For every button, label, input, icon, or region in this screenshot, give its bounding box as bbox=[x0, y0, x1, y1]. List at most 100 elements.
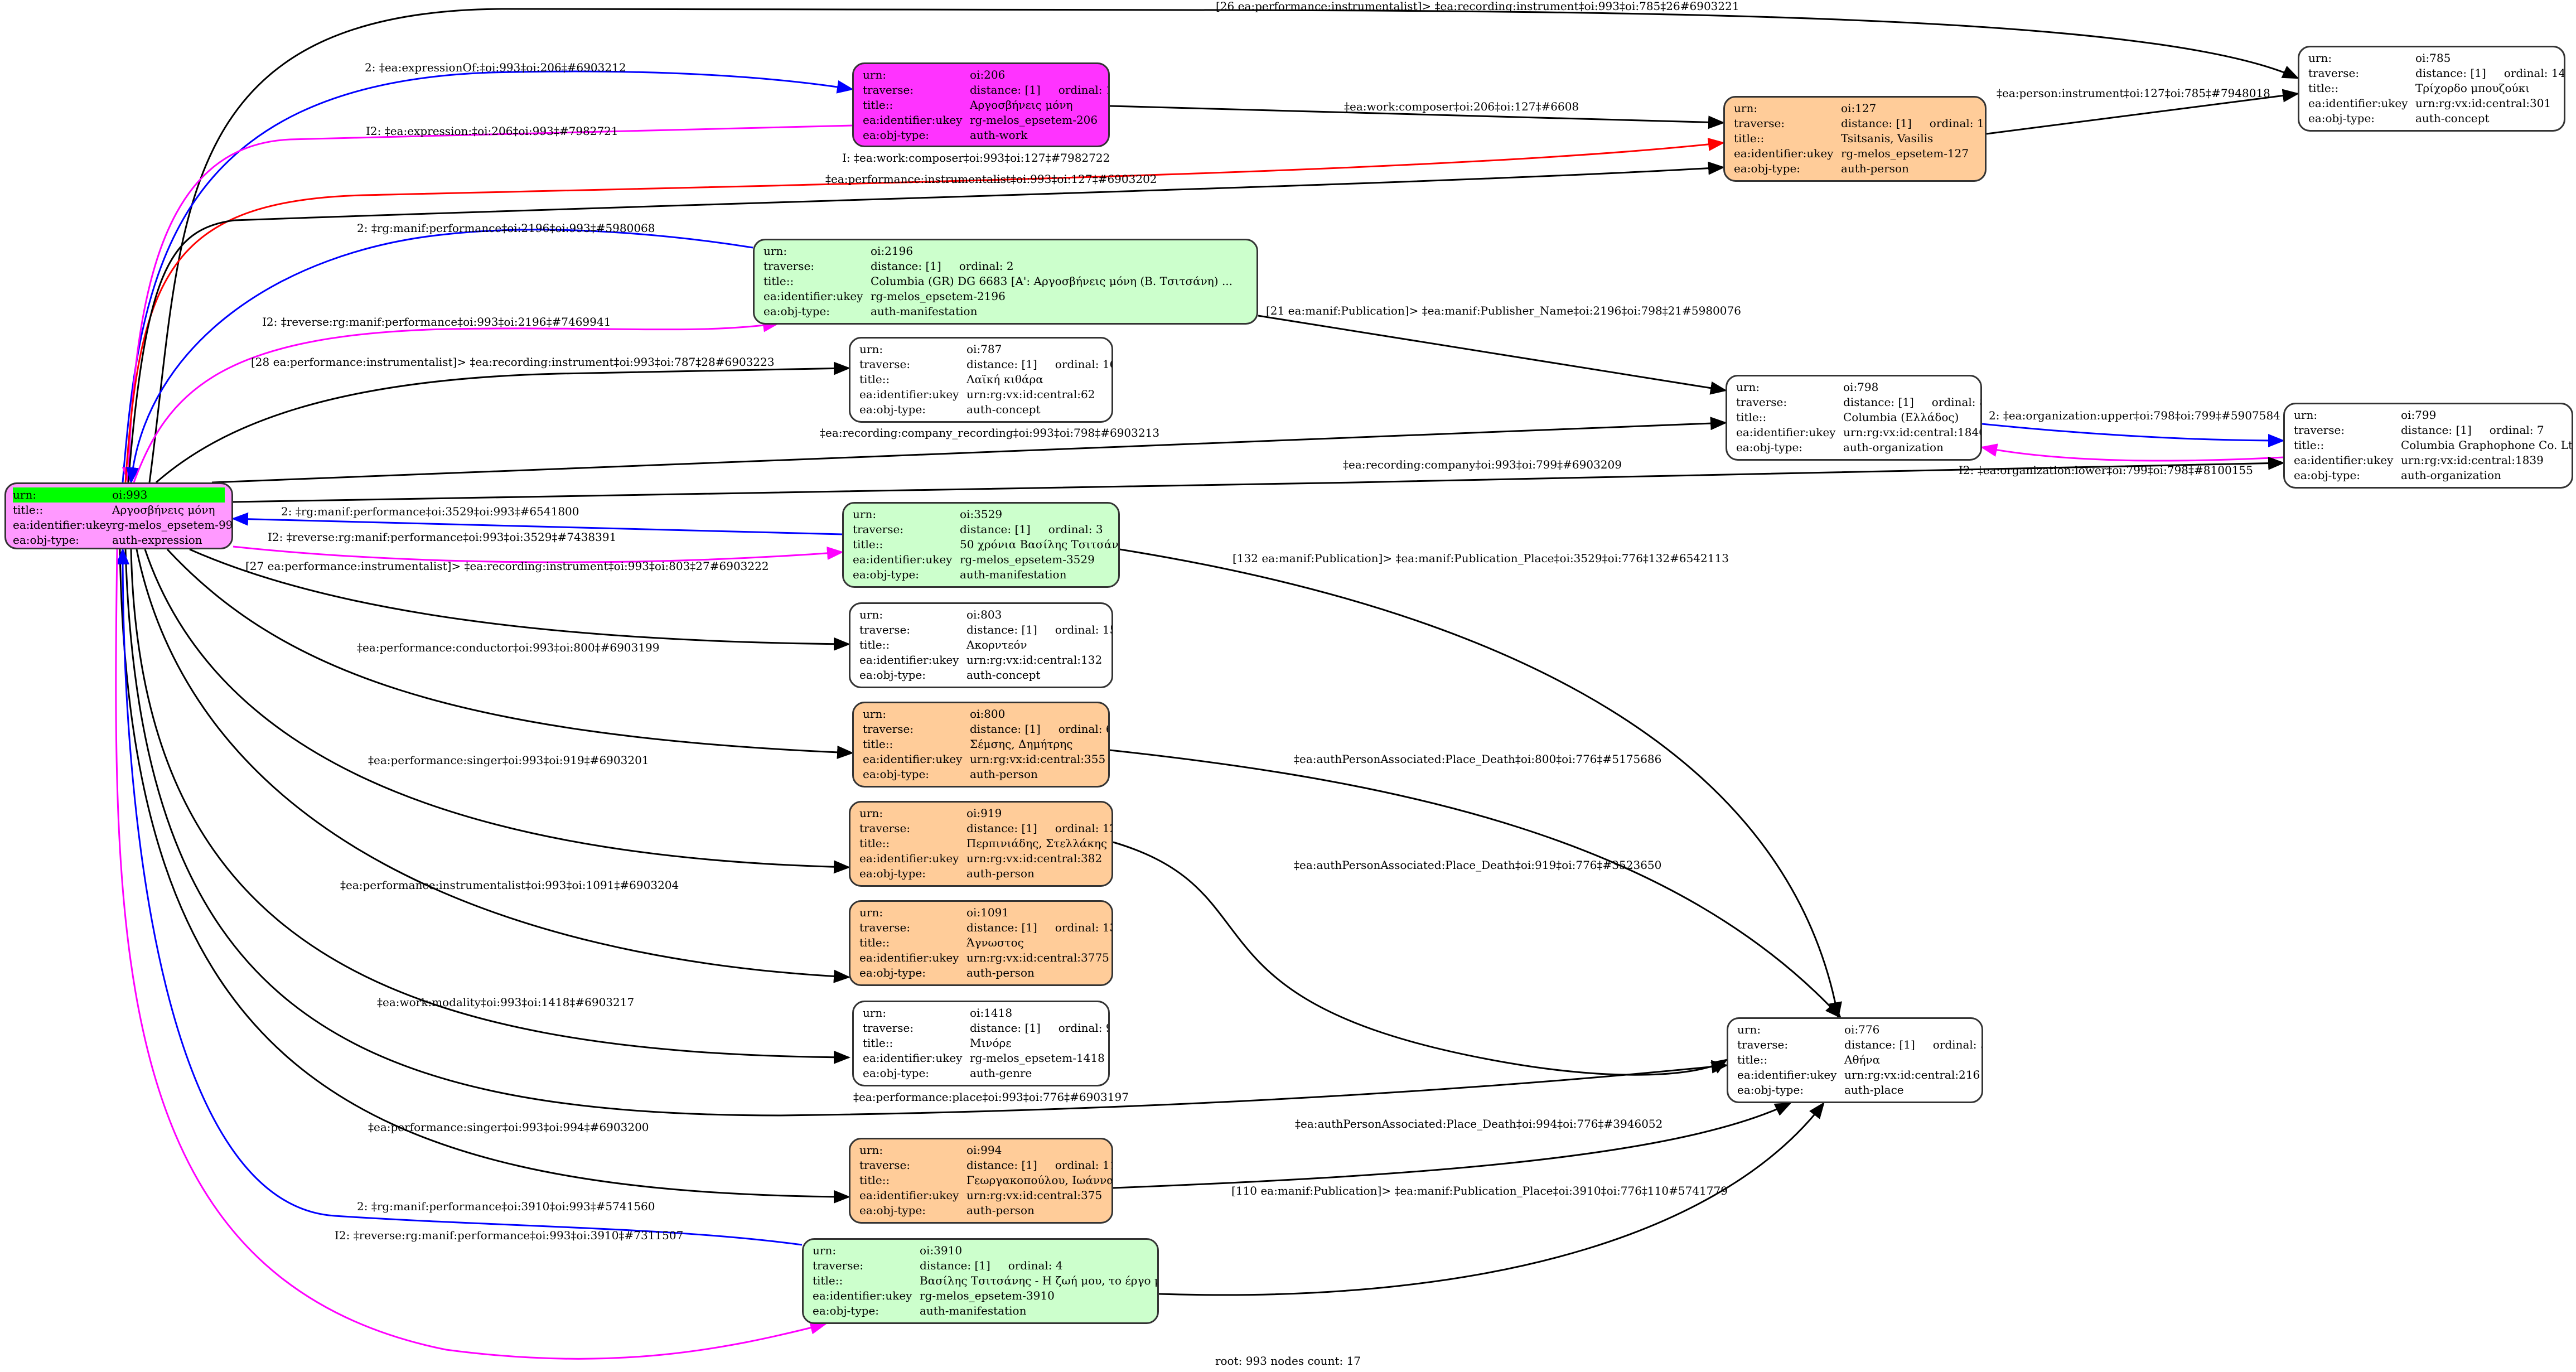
node-field-row: traverse:distance: [1]ordinal: 1 bbox=[863, 83, 1108, 98]
node-ordinal: ordinal: 12 bbox=[1055, 822, 1113, 835]
edge-2196-to-993 bbox=[125, 229, 753, 484]
field-key: ea:identifier:ukey bbox=[863, 752, 963, 766]
node-field-row: traverse:distance: [1]ordinal: 15 bbox=[859, 622, 1111, 637]
field-key: ea:obj-type: bbox=[1737, 1083, 1804, 1096]
field-key: title:: bbox=[863, 1036, 893, 1050]
node-ukey: urn:rg:vx:id:central:301 bbox=[2415, 96, 2551, 110]
field-key: title:: bbox=[763, 274, 794, 288]
field-key: traverse: bbox=[859, 358, 911, 371]
edge-993-to-919 bbox=[144, 549, 850, 874]
node-urn: oi:800 bbox=[970, 707, 1006, 721]
edge-993-to-1091 bbox=[136, 549, 850, 983]
field-key: ea:identifier:ukey bbox=[2308, 96, 2408, 110]
edge-label: ‡ea:work:modality‡oi:993‡oi:1418‡#690321… bbox=[377, 996, 635, 1009]
node-obj-type: auth-person bbox=[966, 966, 1035, 979]
field-key: ea:obj-type: bbox=[1736, 441, 1803, 454]
edge-993-to-800 bbox=[166, 548, 854, 759]
node-field-row: urn:oi:994 bbox=[859, 1143, 1103, 1158]
node-field-row: traverse:distance: [1]ordinal: 4 bbox=[813, 1258, 1148, 1273]
node-field-row: ea:obj-type:auth-manifestation bbox=[763, 304, 1248, 319]
node-field-row: title::Μινόρε bbox=[863, 1036, 1099, 1051]
node-distance: distance: [1] bbox=[1841, 117, 1912, 130]
node-urn: oi:1091 bbox=[966, 906, 1009, 919]
node-ukey: urn:rg:vx:id:central:1839 bbox=[2401, 453, 2544, 467]
edge-798-to-799 bbox=[1981, 423, 2285, 447]
edge-127-to-785 bbox=[1986, 89, 2299, 135]
node-distance: distance: [1] bbox=[2401, 423, 2472, 437]
edge-label: ‡ea:authPersonAssociated:Place_Death‡oi:… bbox=[1294, 858, 1662, 872]
node-field-row: title::Σέμσης, Δημήτρης bbox=[863, 737, 1099, 752]
node-field-row: title::Columbia Graphophone Co. Ltd. bbox=[2294, 438, 2572, 453]
node-ordinal: ordinal: 1 bbox=[1058, 83, 1110, 96]
node-distance: distance: [1] bbox=[871, 259, 941, 273]
node-field-row: traverse:distance: [1]ordinal: 14 bbox=[2308, 66, 2564, 81]
node-field-row: ea:obj-type: auth-person bbox=[859, 965, 1103, 980]
field-key: urn: bbox=[863, 1006, 887, 1020]
node-ukey: rg-melos_epsetem-1418 bbox=[970, 1051, 1105, 1065]
field-key: urn: bbox=[813, 1244, 837, 1257]
node-ukey: urn:rg:vx:id:central:3775 bbox=[966, 951, 1109, 964]
field-key: ea:identifier:ukey bbox=[1736, 426, 1836, 439]
field-key: traverse: bbox=[859, 822, 911, 835]
node-field-row: ea:obj-type:auth-person bbox=[859, 1203, 1103, 1218]
field-key: urn: bbox=[1737, 1023, 1761, 1036]
node-ordinal: ordinal: 6 bbox=[1058, 722, 1110, 736]
edge-800-to-776 bbox=[1109, 749, 1842, 1019]
node-field-row: urn:oi:2196 bbox=[763, 244, 1248, 259]
node-title: Columbia (Ελλάδος) bbox=[1843, 410, 1959, 424]
node-field-row: urn:oi:127 bbox=[1734, 101, 1976, 116]
node-field-row: ea:obj-type:auth-person bbox=[1734, 161, 1976, 176]
edge-993-to-127 bbox=[124, 138, 1725, 483]
edge-label: I2: ‡reverse:rg:manif:performance‡oi:993… bbox=[268, 530, 617, 544]
field-key: urn: bbox=[2294, 408, 2318, 422]
node-urn: oi:787 bbox=[966, 342, 1002, 356]
field-key: title:: bbox=[859, 373, 890, 386]
node-field-row: urn:oi:785 bbox=[2308, 51, 2555, 66]
node-ordinal: ordinal: 5 bbox=[1932, 1038, 1983, 1051]
field-key: ea:identifier:ukey bbox=[859, 388, 959, 401]
node-obj-type: auth-person bbox=[970, 767, 1038, 781]
node-distance: distance: [1] bbox=[966, 358, 1037, 371]
node-field-row: title::Τρίχορδο μπουζούκι bbox=[2308, 81, 2555, 96]
node-ukey: urn:rg:vx:id:central:382 bbox=[966, 852, 1103, 865]
node-field-row: ea:obj-type:auth-expression bbox=[13, 533, 225, 548]
node-field-row: title::Αργοσβήνεις μόνη bbox=[863, 98, 1099, 113]
field-key: ea:obj-type: bbox=[859, 966, 926, 979]
field-key: ea:obj-type: bbox=[2294, 468, 2361, 482]
edge-label: 2: ‡ea:organization:upper‡oi:798‡oi:799‡… bbox=[1989, 409, 2280, 422]
edge-label: [132 ea:manif:Publication]> ‡ea:manif:Pu… bbox=[1233, 552, 1729, 565]
node-obj-type: auth-concept bbox=[966, 668, 1041, 682]
edge-label: ‡ea:work:composer‡oi:206‡oi:127‡#6608 bbox=[1344, 100, 1579, 113]
edge-label: 2: ‡rg:manif:performance‡oi:3529‡oi:993‡… bbox=[281, 505, 579, 518]
node-field-row: traverse:distance: [1]ordinal: 16 bbox=[859, 357, 1111, 372]
edge-993-to-803 bbox=[189, 548, 850, 651]
edge-label: [21 ea:manif:Publication]> ‡ea:manif:Pub… bbox=[1266, 304, 1741, 317]
edge-3910-to-993 bbox=[116, 548, 803, 1246]
node-urn: oi:2196 bbox=[871, 244, 914, 258]
node-ukey: urn:rg:vx:id:central:132 bbox=[966, 653, 1103, 666]
node-obj-type: auth-person bbox=[966, 1204, 1035, 1217]
node-field-row: ea:obj-type:auth-concept bbox=[859, 402, 1103, 417]
node-distance: distance: [1] bbox=[966, 623, 1037, 636]
